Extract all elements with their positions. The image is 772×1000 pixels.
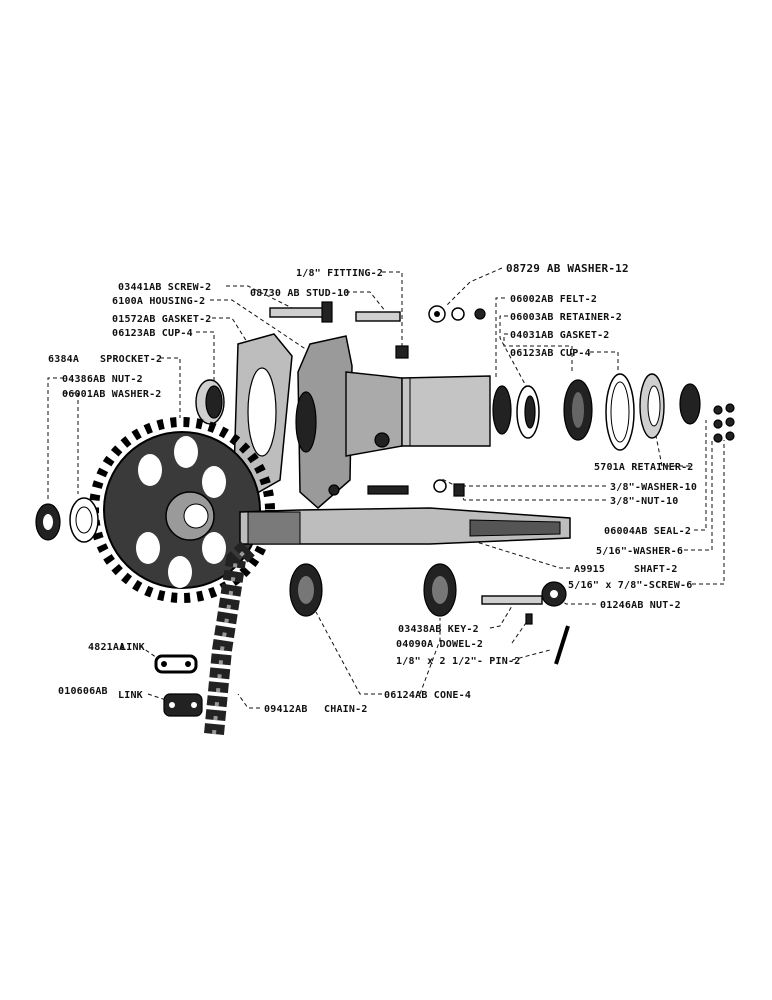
label-washer-10: 3/8"-WASHER-10: [610, 482, 697, 493]
label-nut-left: 04386AB NUT-2: [62, 374, 143, 385]
seal-part: [679, 383, 701, 425]
shaft-part: [239, 507, 571, 545]
label-screw-6: 5/16" x 7/8"-SCREW-6: [568, 580, 692, 591]
label-nut-10: 3/8"-NUT-10: [610, 496, 678, 507]
label-screw-2: 03441AB SCREW-2: [118, 282, 211, 293]
pin-part: [554, 625, 570, 665]
cone-right-part: [423, 563, 457, 617]
label-link-a: LINK: [120, 642, 145, 653]
nut-left-part: [35, 503, 61, 541]
label-dowel: 04090A DOWEL-2: [396, 639, 483, 650]
washer-12-part: [428, 305, 486, 323]
link-a-part: [154, 654, 198, 674]
cup-left-part: [195, 379, 225, 425]
label-sprocket-number: 6384A: [48, 354, 79, 365]
label-nut-right: 01246AB NUT-2: [600, 600, 681, 611]
sprocket-part: [89, 417, 275, 603]
label-gasket-left: 01572AB GASKET-2: [112, 314, 212, 325]
label-link-b: LINK: [118, 690, 143, 701]
washer-left-part: [69, 497, 99, 543]
retainer-5701a-part: [639, 373, 665, 439]
label-link-a-number: 4821AA: [88, 642, 125, 653]
label-gasket-right: 04031AB GASKET-2: [510, 330, 610, 341]
felt-part: [492, 385, 512, 435]
washer-10-part: [433, 479, 447, 493]
label-chain-number: 09412AB: [264, 704, 308, 715]
label-cup-right: 06123AB CUP-4: [510, 348, 591, 359]
label-chain: CHAIN-2: [324, 704, 368, 715]
label-washer-left: 06001AB WASHER-2: [62, 389, 162, 400]
label-cup-left: 06123AB CUP-4: [112, 328, 193, 339]
key-part: [481, 595, 543, 605]
label-link-b-number: 010606AB: [58, 686, 108, 697]
screw-part: [269, 301, 333, 323]
label-seal: 06004AB SEAL-2: [604, 526, 691, 537]
part-labels: 1/8" FITTING-2 08729 AB WASHER-12 03441A…: [48, 262, 697, 715]
gasket-left-part: [233, 333, 293, 497]
stud-part: [355, 311, 401, 322]
cone-left-part: [289, 563, 323, 617]
gasket-right-part: [605, 373, 635, 451]
label-shaft: SHAFT-2: [634, 564, 678, 575]
link-b-part: [163, 693, 203, 717]
label-washer-12: 08729 AB WASHER-12: [506, 262, 629, 275]
housing-part: [295, 335, 491, 509]
label-stud: 08730 AB STUD-10: [250, 288, 350, 299]
stud-small-part: [367, 485, 409, 495]
label-washer-6: 5/16"-WASHER-6: [596, 546, 683, 557]
fitting-part: [395, 345, 409, 359]
label-cone: 06124AB CONE-4: [384, 690, 471, 701]
label-retainer-5701a: 5701A RETAINER-2: [594, 462, 694, 473]
leader-lines: [47, 267, 725, 709]
cup-right-part: [563, 379, 593, 441]
label-housing: 6100A HOUSING-2: [112, 296, 205, 307]
label-fitting: 1/8" FITTING-2: [296, 268, 383, 279]
retainer-right-part: [516, 385, 540, 439]
nut-10-part: [453, 483, 465, 497]
label-pin: 1/8" x 2 1/2"- PIN-2: [396, 656, 520, 667]
label-shaft-number: A9915: [574, 564, 605, 575]
screw-washer-set: [713, 403, 735, 443]
label-retainer-right: 06003AB RETAINER-2: [510, 312, 622, 323]
chain-part: [204, 540, 256, 735]
nut-right-part: [541, 581, 567, 607]
label-felt: 06002AB FELT-2: [510, 294, 597, 305]
label-sprocket: SPROCKET-2: [100, 354, 162, 365]
label-key: 03438AB KEY-2: [398, 624, 479, 635]
dowel-part: [525, 613, 533, 625]
